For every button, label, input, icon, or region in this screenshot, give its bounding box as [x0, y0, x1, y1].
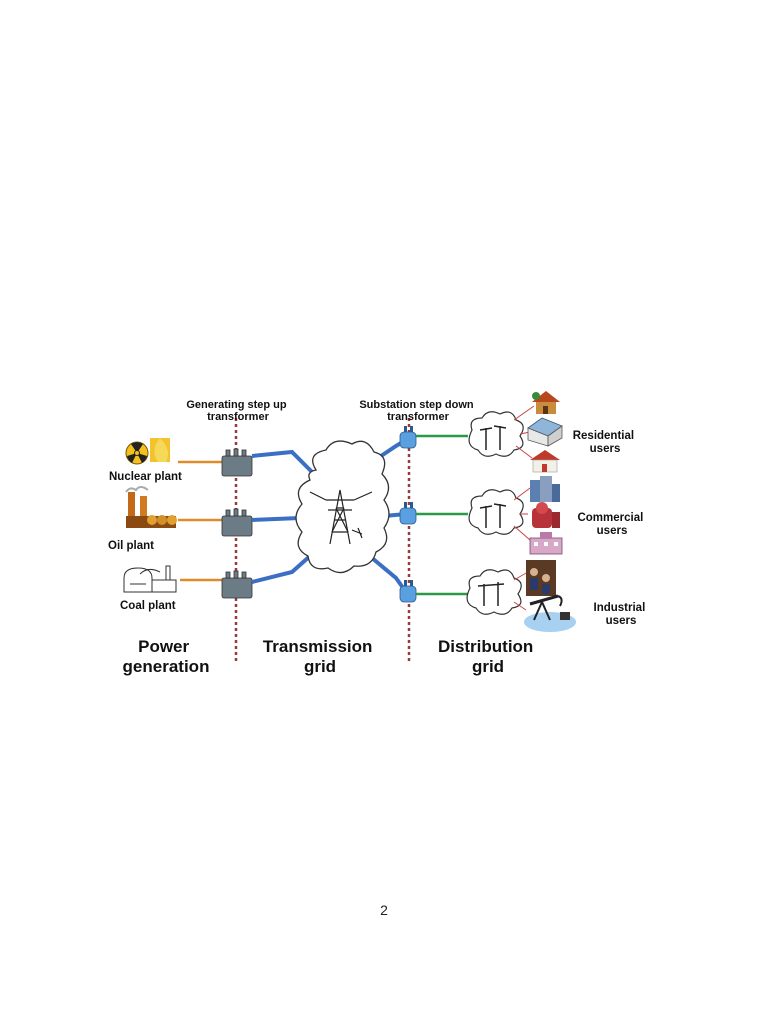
residential-users-label: Residential users: [573, 430, 638, 455]
nuclear-plant-label: Nuclear plant: [109, 471, 182, 483]
factory-workers-icon: [526, 560, 556, 596]
coal-plant-icon: [123, 565, 177, 593]
page-number: 2: [380, 902, 388, 918]
gen-transformer-label: Generating step up transformer: [186, 399, 289, 423]
commercial-building-icon: [532, 502, 560, 528]
substation-transformer-icon: [399, 580, 417, 603]
substation-transformer-icon: [399, 502, 417, 525]
section-transmission-grid: Transmission grid: [263, 637, 377, 676]
shop-building-icon: [529, 532, 563, 555]
oil-plant-label: Oil plant: [108, 540, 154, 552]
nuclear-plant-icon: [125, 438, 170, 465]
distribution-cloud-residential: [468, 411, 524, 457]
oil-plant-icon: [125, 486, 177, 528]
oil-pump-icon: [524, 594, 576, 632]
step-up-transformer-icon: [221, 570, 253, 599]
sub-transformer-label: Substation step down transformer: [359, 399, 476, 423]
distribution-cloud-industrial: [466, 569, 522, 615]
industrial-users-label: Industrial users: [594, 602, 649, 627]
house-icon: [530, 450, 560, 473]
transmission-tower-icon: [309, 489, 373, 545]
section-distribution-grid: Distribution grid: [438, 637, 538, 676]
step-up-transformer-icon: [221, 448, 253, 477]
transmission-line-mid: [251, 516, 301, 522]
step-up-transformer-icon: [221, 508, 253, 537]
transmission-line-top: [251, 449, 314, 474]
house-icon: [527, 417, 563, 447]
utility-pole-icon: [477, 582, 505, 606]
utility-pole-icon: [479, 425, 507, 450]
utility-pole-icon: [479, 503, 507, 528]
transmission-cloud: [295, 440, 390, 574]
transmission-line-bottom: [251, 554, 312, 584]
consumer-links: [513, 405, 535, 611]
office-building-icon: [530, 476, 560, 502]
substation-transformer-icon: [399, 426, 417, 449]
commercial-users-label: Commercial users: [577, 512, 646, 537]
coal-plant-label: Coal plant: [120, 600, 176, 612]
section-power-generation: Power generation: [123, 637, 210, 676]
house-icon: [532, 391, 560, 414]
